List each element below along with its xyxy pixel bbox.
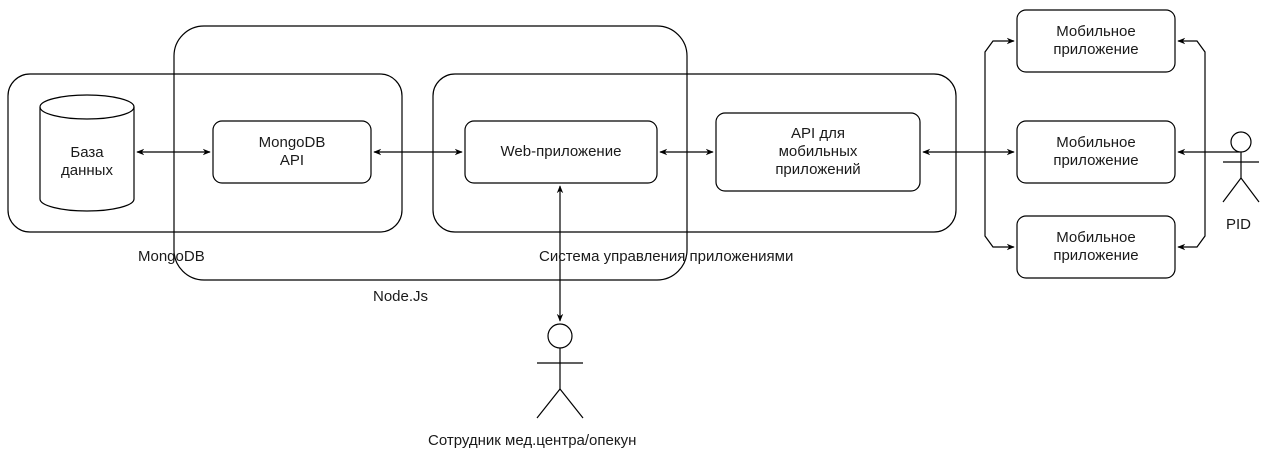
mongodb-api-label: MongoDB API: [258, 134, 326, 169]
web-app-box: [464, 120, 658, 184]
mobile-app-label-2: Мобильное приложение: [1053, 134, 1139, 169]
web-app-label: Web-приложение: [500, 143, 622, 160]
database-label: База данных: [61, 144, 113, 179]
mobileapi-mobile3-connector: [984, 152, 1015, 251]
pid-mobile1-connector: [1177, 37, 1206, 152]
mobile-api-label: API для мобильных приложений: [775, 125, 861, 178]
mobile-app-box-2: [1016, 120, 1176, 184]
app-system-group-label: Система управления приложениями: [539, 248, 794, 265]
mobileapi-mobile1-connector: [984, 37, 1015, 152]
mongodb-api-box: [212, 120, 372, 184]
mongodb-group-label: MongoDB: [138, 248, 205, 265]
mobile-app-label-1: Мобильное приложение: [1053, 23, 1139, 58]
mobile-app-box-1: [1016, 9, 1176, 73]
mobile-api-box: [715, 112, 921, 192]
pid-actor-label: PID: [1226, 216, 1252, 233]
staff-actor-icon: [536, 323, 584, 419]
mobile-app-box-3: [1016, 215, 1176, 279]
staff-actor-label: Сотрудник мед.центра/опекун: [428, 432, 637, 449]
pid-actor-icon: [1222, 131, 1260, 203]
mobile-app-label-3: Мобильное приложение: [1053, 229, 1139, 264]
pid-mobile3-connector: [1177, 152, 1206, 251]
database-cylinder: [39, 94, 135, 212]
nodejs-group-label: Node.Js: [373, 288, 429, 305]
